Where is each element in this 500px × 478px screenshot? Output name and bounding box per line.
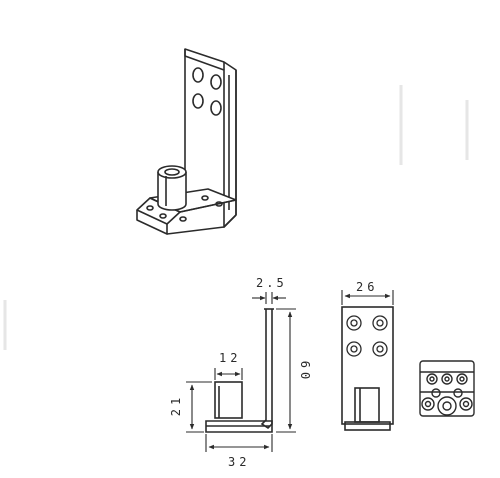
dim-width-side: 26 — [356, 280, 378, 294]
dim-top-gap: 2.5 — [256, 276, 287, 290]
front-view-holes — [346, 315, 388, 357]
scan-artifacts — [3, 85, 469, 350]
dimension-lines-side — [186, 292, 296, 452]
dim-height: 60 — [298, 361, 312, 383]
side-view — [205, 308, 274, 433]
dim-boss-height: 21 — [169, 394, 183, 416]
dimension-lines-front — [341, 290, 394, 305]
dim-base-length: 32 — [228, 455, 250, 469]
dim-boss-width: 12 — [219, 351, 241, 365]
bottom-view — [419, 360, 475, 417]
front-view — [341, 306, 394, 431]
isometric-bracket — [136, 48, 237, 235]
